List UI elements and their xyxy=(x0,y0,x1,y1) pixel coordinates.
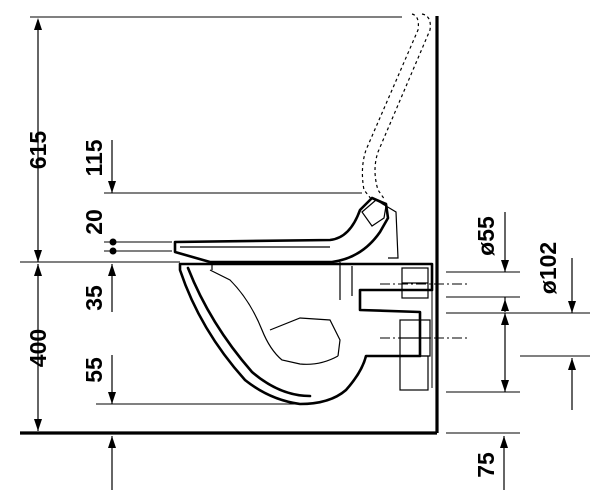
outlet-connection xyxy=(399,267,433,391)
dimension-35: 35 xyxy=(81,264,116,312)
toilet-seat xyxy=(173,196,399,264)
seat-lid-open-dashed xyxy=(361,13,431,201)
dot-marker-upper xyxy=(109,238,117,246)
dim-label-dia55: ø55 xyxy=(473,216,499,256)
dim-label-35: 35 xyxy=(81,285,107,311)
dimension-55-left: 55 xyxy=(81,355,300,405)
dimension-dia55: ø55 xyxy=(446,212,520,312)
dimension-115: 115 xyxy=(81,139,362,194)
dim-label-75: 75 xyxy=(473,452,499,478)
dim-label-115: 115 xyxy=(81,139,107,176)
dim-label-615: 615 xyxy=(25,131,51,170)
dimension-400: 400 xyxy=(20,261,180,431)
dim-label-55: 55 xyxy=(81,357,107,383)
dot-marker-lower xyxy=(109,247,117,255)
dim-label-20: 20 xyxy=(81,209,107,235)
dim-label-dia102: ø102 xyxy=(535,242,561,294)
dim-label-400: 400 xyxy=(25,329,51,367)
toilet-bowl xyxy=(178,262,434,406)
dimension-20: 20 xyxy=(81,209,172,255)
dimension-dia102: ø102 xyxy=(446,242,590,410)
dimension-615: 615 xyxy=(25,16,402,262)
floor-arrow-left xyxy=(108,436,116,490)
wall-and-floor xyxy=(20,16,439,435)
dimension-75: 75 xyxy=(446,432,520,490)
